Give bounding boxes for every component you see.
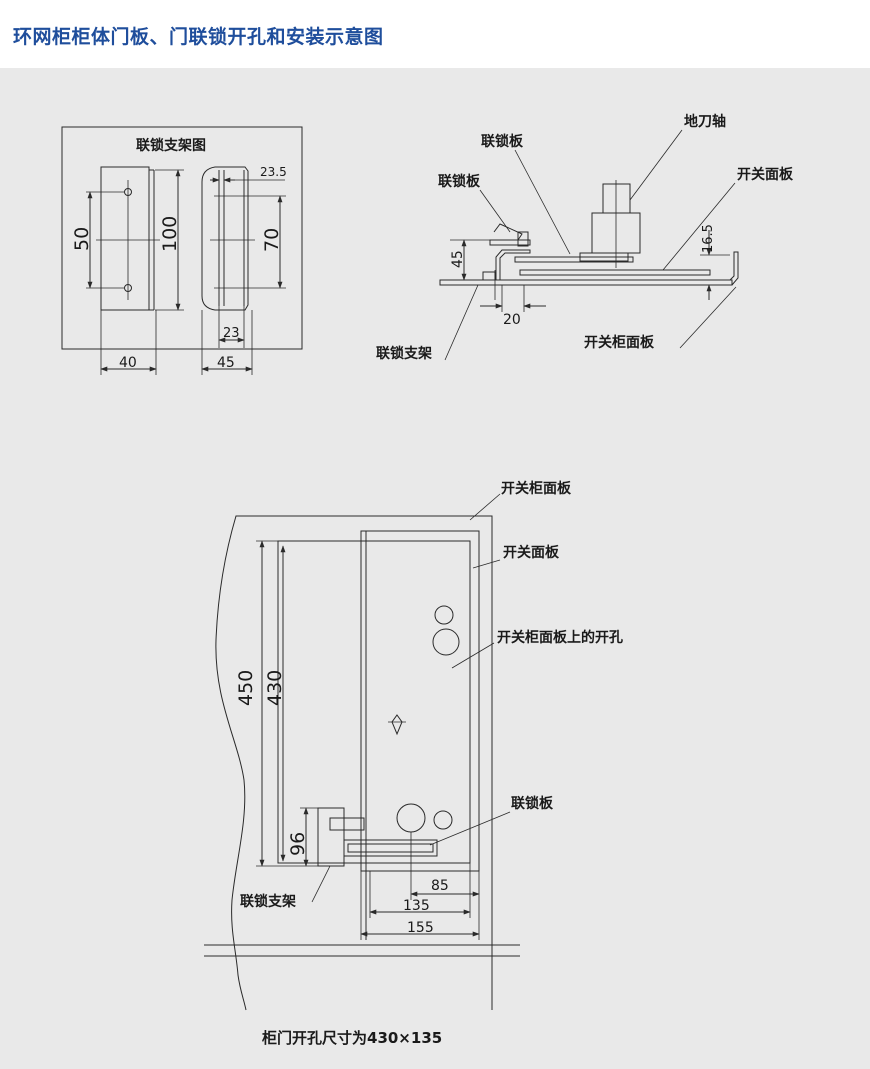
dim-label-96: 96 (287, 832, 309, 856)
cabinet-panel-outline (215, 515, 493, 1011)
dim-label-50: 50 (71, 227, 93, 251)
bracket-view-title: 联锁支架图 (136, 137, 206, 154)
switch-panel-plate (519, 269, 711, 276)
label-front-switch-panel: 开关面板 (503, 544, 560, 561)
dim-label-side-45: 45 (450, 250, 466, 268)
leader-front-bracket (311, 865, 331, 903)
hole-large-top (432, 628, 460, 656)
dim-label-100: 100 (159, 216, 181, 252)
dim-label-155: 155 (407, 920, 434, 936)
leader-cabinet-panel (679, 286, 737, 349)
dim-label-40: 40 (119, 355, 137, 371)
label-shaft: 地刀轴 (684, 113, 726, 130)
leader-shaft (629, 129, 683, 201)
label-bracket: 联锁支架 (376, 345, 432, 362)
leader-front-holes (451, 642, 495, 669)
dim-label-23: 23 (223, 326, 240, 341)
dim-label-45: 45 (217, 355, 235, 371)
label-front-interlock-plate: 联锁板 (511, 795, 554, 812)
shaft (602, 183, 631, 214)
label-front-bracket: 联锁支架 (240, 893, 296, 910)
bracket-side-part (201, 166, 255, 311)
label-interlock-plate-b: 联锁板 (438, 173, 481, 190)
dim-label-23-5: 23.5 (260, 165, 287, 179)
label-front-holes: 开关柜面板上的开孔 (497, 629, 623, 646)
dim-label-70: 70 (261, 228, 283, 252)
label-switch-panel: 开关面板 (737, 166, 794, 183)
caption: 柜门开孔尺寸为430×135 (261, 1029, 442, 1047)
dim-label-85: 85 (431, 878, 449, 894)
leader-bracket (444, 284, 479, 361)
leader-front-switch-panel (472, 559, 501, 569)
dim-label-side-16-5: 16.5 (701, 224, 716, 253)
interlock-plate (343, 839, 438, 857)
leader-interlock-plate-b (479, 189, 511, 233)
interlock-bracket-front (317, 807, 345, 867)
leader-front-interlock-plate (429, 811, 511, 846)
leader-front-cabinet-panel (469, 493, 501, 521)
front-view: 450 430 96 85 135 155 开关柜面板 开关面板 开关柜面板上的… (204, 480, 623, 1011)
title-bar: 环网柜柜体门板、门联锁开孔和安装示意图 (0, 0, 870, 68)
bracket-view-frame (61, 126, 303, 350)
label-cabinet-panel: 开关柜面板 (584, 334, 655, 351)
hole-small-top (434, 605, 454, 625)
shaft-symbol-icon (388, 714, 406, 736)
label-interlock-plate-a: 联锁板 (481, 133, 524, 150)
door-opening (277, 540, 471, 864)
hole-large-bottom (396, 803, 426, 833)
dim-label-side-20: 20 (503, 312, 521, 328)
interlock-bracket (495, 249, 531, 280)
dim-label-135: 135 (403, 898, 430, 914)
switch-panel (360, 530, 480, 872)
side-view: 45 20 16.5 地刀轴 联锁板 联锁板 开关面板 联锁支架 开关柜面板 (376, 113, 794, 362)
cabinet-panel-plate (439, 279, 733, 286)
hole-small-bottom (433, 810, 453, 830)
interlock-plate-horizontal (514, 256, 634, 263)
dim-label-430: 430 (264, 670, 286, 706)
leader-interlock-plate-a (514, 149, 571, 255)
cabinet-panel-flange (729, 251, 739, 286)
leader-switch-panel (662, 182, 736, 271)
page-title: 环网柜柜体门板、门联锁开孔和安装示意图 (13, 26, 384, 48)
bracket-view: 联锁支架图 50 100 40 (61, 126, 303, 375)
bracket-front-part (96, 166, 160, 311)
label-front-cabinet-panel: 开关柜面板 (501, 480, 572, 497)
dim-label-450: 450 (235, 670, 257, 706)
